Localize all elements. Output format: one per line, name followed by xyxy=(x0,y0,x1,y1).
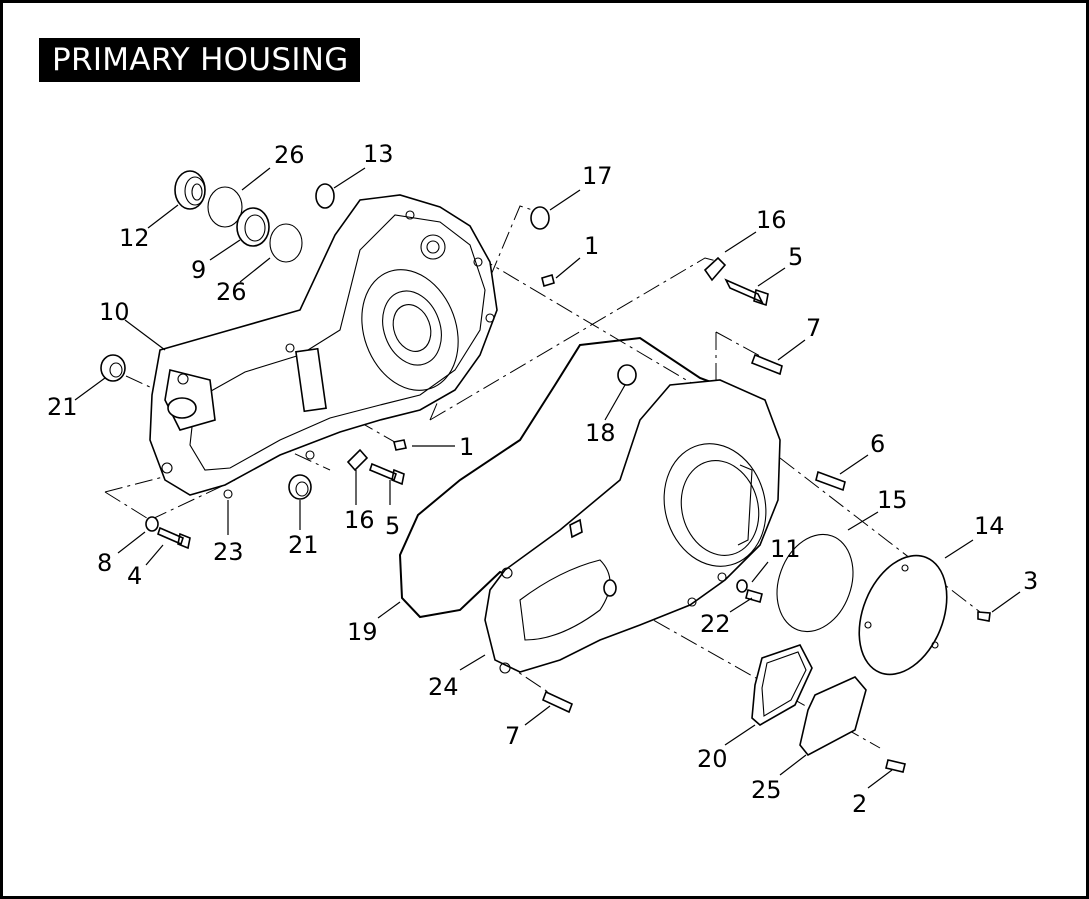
clip-16a xyxy=(703,256,727,282)
callout-1a: 1 xyxy=(584,232,599,260)
callout-26b: 26 xyxy=(216,278,247,306)
callout-22: 22 xyxy=(700,610,731,638)
callout-16b: 16 xyxy=(344,506,375,534)
leader-lines xyxy=(74,167,1021,789)
callout-3: 3 xyxy=(1023,567,1038,595)
callout-10: 10 xyxy=(99,298,130,326)
bolt-4 xyxy=(157,526,191,550)
inspection-cover-25 xyxy=(799,676,867,757)
callout-11: 11 xyxy=(770,535,801,563)
callout-2: 2 xyxy=(852,790,867,818)
dowel-18 xyxy=(617,364,637,386)
callout-5b: 5 xyxy=(385,512,400,540)
seal-17 xyxy=(530,206,550,230)
callout-15: 15 xyxy=(877,486,908,514)
callout-7a: 7 xyxy=(806,314,821,342)
callout-8: 8 xyxy=(97,549,112,577)
callout-24: 24 xyxy=(428,673,459,701)
derby-cover-14 xyxy=(858,554,948,676)
callout-13: 13 xyxy=(363,140,394,168)
callout-25: 25 xyxy=(751,776,782,804)
seal-13 xyxy=(315,183,335,209)
dowel-pin-1a xyxy=(541,273,555,288)
callout-6: 6 xyxy=(870,430,885,458)
callout-21a: 21 xyxy=(47,393,78,421)
callout-21b: 21 xyxy=(288,531,319,559)
bearing-9 xyxy=(236,207,270,247)
callout-5a: 5 xyxy=(788,243,803,271)
bolt-5a xyxy=(724,278,769,307)
bearing-12 xyxy=(174,170,206,210)
callout-9: 9 xyxy=(191,256,206,284)
clip-16b xyxy=(346,448,369,472)
diagram-title: PRIMARY HOUSING xyxy=(39,38,360,82)
callout-12: 12 xyxy=(119,224,150,252)
dowel-pin-1b xyxy=(393,439,407,451)
callout-labels: 26 13 17 12 9 26 1 16 5 10 7 21 18 1 6 1… xyxy=(47,140,1038,818)
retaining-ring-26a xyxy=(207,186,243,228)
callout-26a: 26 xyxy=(274,141,305,169)
callout-1b: 1 xyxy=(459,433,474,461)
bolt-5b xyxy=(369,462,405,486)
o-ring-11 xyxy=(736,579,748,593)
callout-18: 18 xyxy=(585,419,616,447)
screw-7a xyxy=(750,353,783,376)
callout-4: 4 xyxy=(127,562,142,590)
needle-bearing-21b xyxy=(288,474,312,500)
callout-17: 17 xyxy=(582,162,613,190)
callout-23: 23 xyxy=(213,538,244,566)
callout-14: 14 xyxy=(974,512,1005,540)
screw-6 xyxy=(815,470,846,492)
callout-16a: 16 xyxy=(756,206,787,234)
retaining-ring-26b xyxy=(269,223,303,263)
washer-8 xyxy=(145,516,159,532)
callout-7b: 7 xyxy=(505,722,520,750)
callout-20: 20 xyxy=(697,745,728,773)
outer-primary-cover xyxy=(484,379,781,674)
screw-2 xyxy=(885,759,906,773)
screw-7b xyxy=(541,690,574,714)
gasket-20 xyxy=(751,644,813,726)
needle-bearing-21a xyxy=(100,354,126,382)
o-ring-15 xyxy=(776,533,854,633)
callout-19: 19 xyxy=(347,618,378,646)
inner-primary-housing xyxy=(149,194,498,499)
screw-3 xyxy=(977,611,991,622)
